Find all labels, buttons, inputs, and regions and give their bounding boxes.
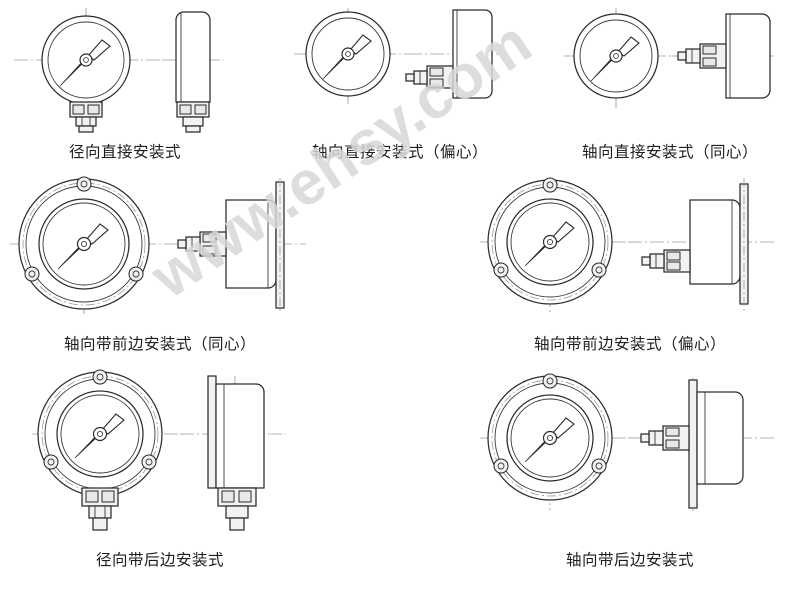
bolt-hole xyxy=(542,373,558,389)
figure-axial-back-flange xyxy=(478,373,778,519)
caption-axial-direct-eccentric: 轴向直接安装式（偏心） xyxy=(311,143,488,161)
figure-radial-back-flange xyxy=(30,369,290,536)
bolt-hole xyxy=(128,266,144,282)
bolt-hole xyxy=(92,369,108,385)
bolt-hole xyxy=(43,454,59,470)
figure-axial-front-flange-concentric xyxy=(8,176,308,316)
caption-axial-front-flange-concentric: 轴向带前边安装式（同心） xyxy=(63,335,256,353)
bolt-hole xyxy=(493,262,509,278)
bolt-hole xyxy=(76,176,92,192)
caption-radial-back-flange: 径向带后边安装式 xyxy=(95,551,224,569)
caption-axial-back-flange: 轴向带后边安装式 xyxy=(565,551,694,569)
bolt-hole xyxy=(542,177,558,193)
figure-axial-direct-concentric xyxy=(560,4,780,132)
figure-axial-direct-eccentric xyxy=(290,4,500,132)
bolt-hole xyxy=(141,454,157,470)
caption-axial-front-flange-eccentric: 轴向带前边安装式（偏心） xyxy=(533,335,726,353)
bolt-hole xyxy=(591,458,607,474)
caption-axial-direct-concentric: 轴向直接安装式（同心） xyxy=(581,143,758,161)
figure-radial-direct xyxy=(10,4,240,133)
caption-radial-direct: 径向直接安装式 xyxy=(68,143,181,161)
bolt-hole xyxy=(24,266,40,282)
figure-axial-front-flange-eccentric xyxy=(478,176,778,316)
bolt-hole xyxy=(493,458,509,474)
bolt-hole xyxy=(591,262,607,278)
